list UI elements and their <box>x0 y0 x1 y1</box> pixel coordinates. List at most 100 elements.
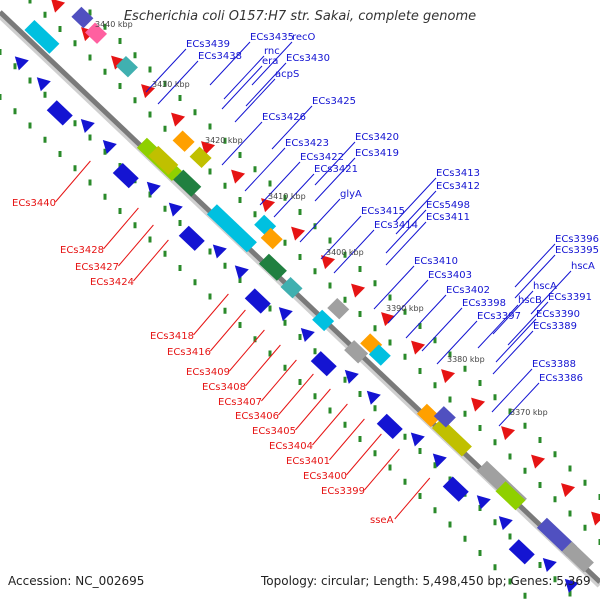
tick-dot <box>179 95 182 101</box>
tick-dot <box>299 334 302 340</box>
tick-dot <box>584 525 587 531</box>
tick-dot <box>119 83 122 89</box>
tick-dot <box>299 254 302 260</box>
forward-arrow <box>301 328 315 342</box>
reverse-leader <box>103 208 138 249</box>
forward-gene <box>179 226 205 251</box>
tick-dot <box>389 465 392 471</box>
forward-gene-label: ECs3386 <box>539 373 583 384</box>
tick-dot <box>374 405 377 411</box>
reverse-gene-label: ECs3428 <box>60 245 104 256</box>
forward-gene-label: ECs3439 <box>186 39 230 50</box>
forward-gene-label: ECs3430 <box>286 53 330 64</box>
tick-dot <box>524 468 527 474</box>
tick-dot <box>209 249 212 255</box>
tick-dot <box>209 124 212 130</box>
tick-dot <box>14 108 17 114</box>
reverse-leader <box>229 330 264 371</box>
tick-dot <box>314 348 317 354</box>
scale-label: 3420 kbp <box>205 136 243 145</box>
tick-dot <box>509 534 512 540</box>
tick-dot <box>74 165 77 171</box>
forward-gene-label: ECs3402 <box>446 285 490 296</box>
tick-dot <box>389 340 392 346</box>
reverse-leader <box>295 389 330 430</box>
forward-gene-label: ECs3396 <box>555 234 599 245</box>
forward-gene <box>443 477 469 502</box>
tick-dot <box>29 78 32 84</box>
tick-dot <box>359 266 362 272</box>
tick-dot <box>374 325 377 331</box>
tick-dot <box>239 197 242 203</box>
tick-dot <box>419 493 422 499</box>
forward-gene-label: ECs3411 <box>426 212 470 223</box>
tick-dot <box>419 448 422 454</box>
category-feature <box>432 418 472 457</box>
tick-dot <box>104 194 107 200</box>
forward-gene-label: hscA <box>533 281 557 292</box>
reverse-category <box>173 130 195 151</box>
reverse-arrow <box>591 512 600 526</box>
forward-arrow <box>499 516 513 530</box>
tick-dot <box>59 26 62 32</box>
tick-dot <box>464 366 467 372</box>
scale-label: 3390 kbp <box>386 304 424 313</box>
category-feature <box>259 254 287 281</box>
tick-dot <box>134 52 137 58</box>
forward-gene-label: ECs3438 <box>198 51 242 62</box>
forward-gene-label: acpS <box>275 69 299 80</box>
forward-leader <box>496 319 536 362</box>
tick-dot <box>554 496 557 502</box>
forward-gene-label: ECs3413 <box>436 168 480 179</box>
forward-gene <box>113 163 139 188</box>
tick-dot <box>134 97 137 103</box>
reverse-gene-label: sseA <box>370 515 394 526</box>
reverse-arrow <box>381 312 395 326</box>
feature-track <box>15 0 600 593</box>
forward-gene-label: ECs3410 <box>414 256 458 267</box>
tick-dot <box>314 393 317 399</box>
tick-dot <box>434 382 437 388</box>
forward-gene-label: recO <box>292 32 316 43</box>
tick-dot <box>89 180 92 186</box>
tick-dot <box>359 391 362 397</box>
reverse-leader <box>55 161 90 202</box>
tick-dot <box>314 268 317 274</box>
tick-dot <box>404 434 407 440</box>
forward-gene-label: ECs3425 <box>312 96 356 107</box>
reverse-gene-label: ECs3416 <box>167 347 211 358</box>
scale-label: 3380 kbp <box>447 355 485 364</box>
tick-dot <box>524 593 527 599</box>
forward-gene-label: ECs3419 <box>355 148 399 159</box>
tick-dot <box>0 49 2 55</box>
tick-dot <box>449 397 452 403</box>
reverse-gene-label: ECs3404 <box>269 441 313 452</box>
tick-dot <box>539 437 542 443</box>
reverse-gene-label: ECs3409 <box>186 367 230 378</box>
forward-gene-label: ECs3391 <box>548 292 592 303</box>
tick-dot <box>359 436 362 442</box>
tick-dot <box>344 297 347 303</box>
tick-dot <box>479 380 482 386</box>
forward-gene-label: ECs3388 <box>532 359 576 370</box>
tick-dot <box>269 181 272 187</box>
reverse-leader <box>245 345 280 386</box>
reverse-arrow <box>561 483 575 497</box>
reverse-gene-label: ECs3405 <box>252 426 296 437</box>
tick-dot <box>299 209 302 215</box>
tick-dot <box>0 94 2 100</box>
tick-dot <box>494 564 497 570</box>
map-title: Escherichia coli O157:H7 str. Sakai, com… <box>0 9 600 24</box>
tick-dot <box>569 466 572 472</box>
forward-gene-label: ECs3435 <box>250 32 294 43</box>
reverse-gene-label: ECs3406 <box>235 411 279 422</box>
forward-gene-label: ECs3420 <box>355 132 399 143</box>
tick-dot <box>464 411 467 417</box>
reverse-leader <box>364 449 399 490</box>
forward-leader <box>374 266 414 309</box>
tick-dot <box>329 283 332 289</box>
tick-dot <box>344 422 347 428</box>
topology-text: Topology: circular; Length: 5,498,450 bp… <box>261 574 591 588</box>
